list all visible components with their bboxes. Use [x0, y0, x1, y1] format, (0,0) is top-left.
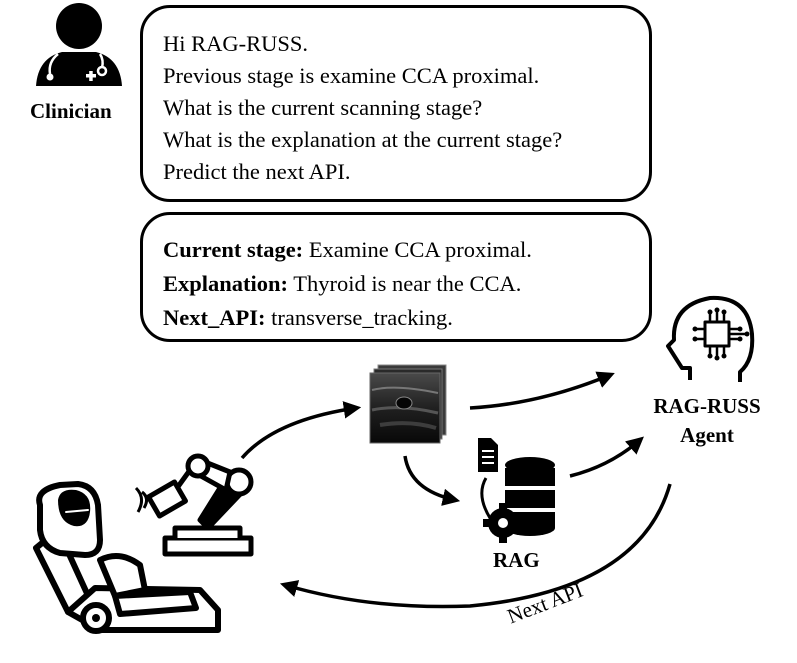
image-to-rag-arrow: [403, 455, 461, 506]
explanation-value: Thyroid is near the CCA.: [288, 271, 522, 296]
robot-arm-icon: [134, 453, 254, 557]
next-api-label: Next_API:: [163, 305, 266, 330]
response-bubble: Current stage: Examine CCA proximal. Exp…: [140, 212, 652, 342]
ai-head-icon: [666, 295, 755, 382]
agent-label-line1: RAG-RUSS: [653, 394, 761, 418]
rag-to-agent-arrow: [569, 436, 644, 478]
current-stage-value: Examine CCA proximal.: [303, 237, 532, 262]
agent-to-robot-arrow: [279, 483, 672, 609]
query-line: Previous stage is examine CCA proximal.: [163, 63, 540, 88]
ultrasound-image-stack: [369, 364, 447, 444]
current-stage-label: Current stage:: [163, 237, 304, 262]
query-line: What is the explanation at the current s…: [163, 127, 563, 152]
explanation-label: Explanation:: [163, 271, 289, 296]
query-line: What is the current scanning stage?: [163, 95, 483, 120]
clinician-label: Clinician: [30, 99, 112, 123]
explanation-row: Explanation: Thyroid is near the CCA.: [163, 267, 649, 301]
rag-database-icon: [478, 438, 555, 543]
image-to-agent-arrow: [469, 371, 615, 410]
next-api-row: Next_API: transverse_tracking.: [163, 301, 649, 335]
next-api-value: transverse_tracking.: [265, 305, 453, 330]
flow-arrows: [240, 371, 672, 609]
query-bubble: Hi RAG-RUSS. Previous stage is examine C…: [140, 5, 652, 202]
agent-label: RAG-RUSS Agent: [636, 392, 778, 450]
patient-chair-icon: [33, 481, 221, 634]
query-line: Hi RAG-RUSS.: [163, 31, 309, 56]
next-api-feedback-label: Next API: [504, 577, 587, 629]
robot-to-image-arrow: [240, 401, 362, 460]
query-line: Predict the next API.: [163, 159, 351, 184]
rag-label: RAG: [493, 548, 540, 572]
agent-label-line2: Agent: [680, 423, 734, 447]
current-stage-row: Current stage: Examine CCA proximal.: [163, 233, 649, 267]
